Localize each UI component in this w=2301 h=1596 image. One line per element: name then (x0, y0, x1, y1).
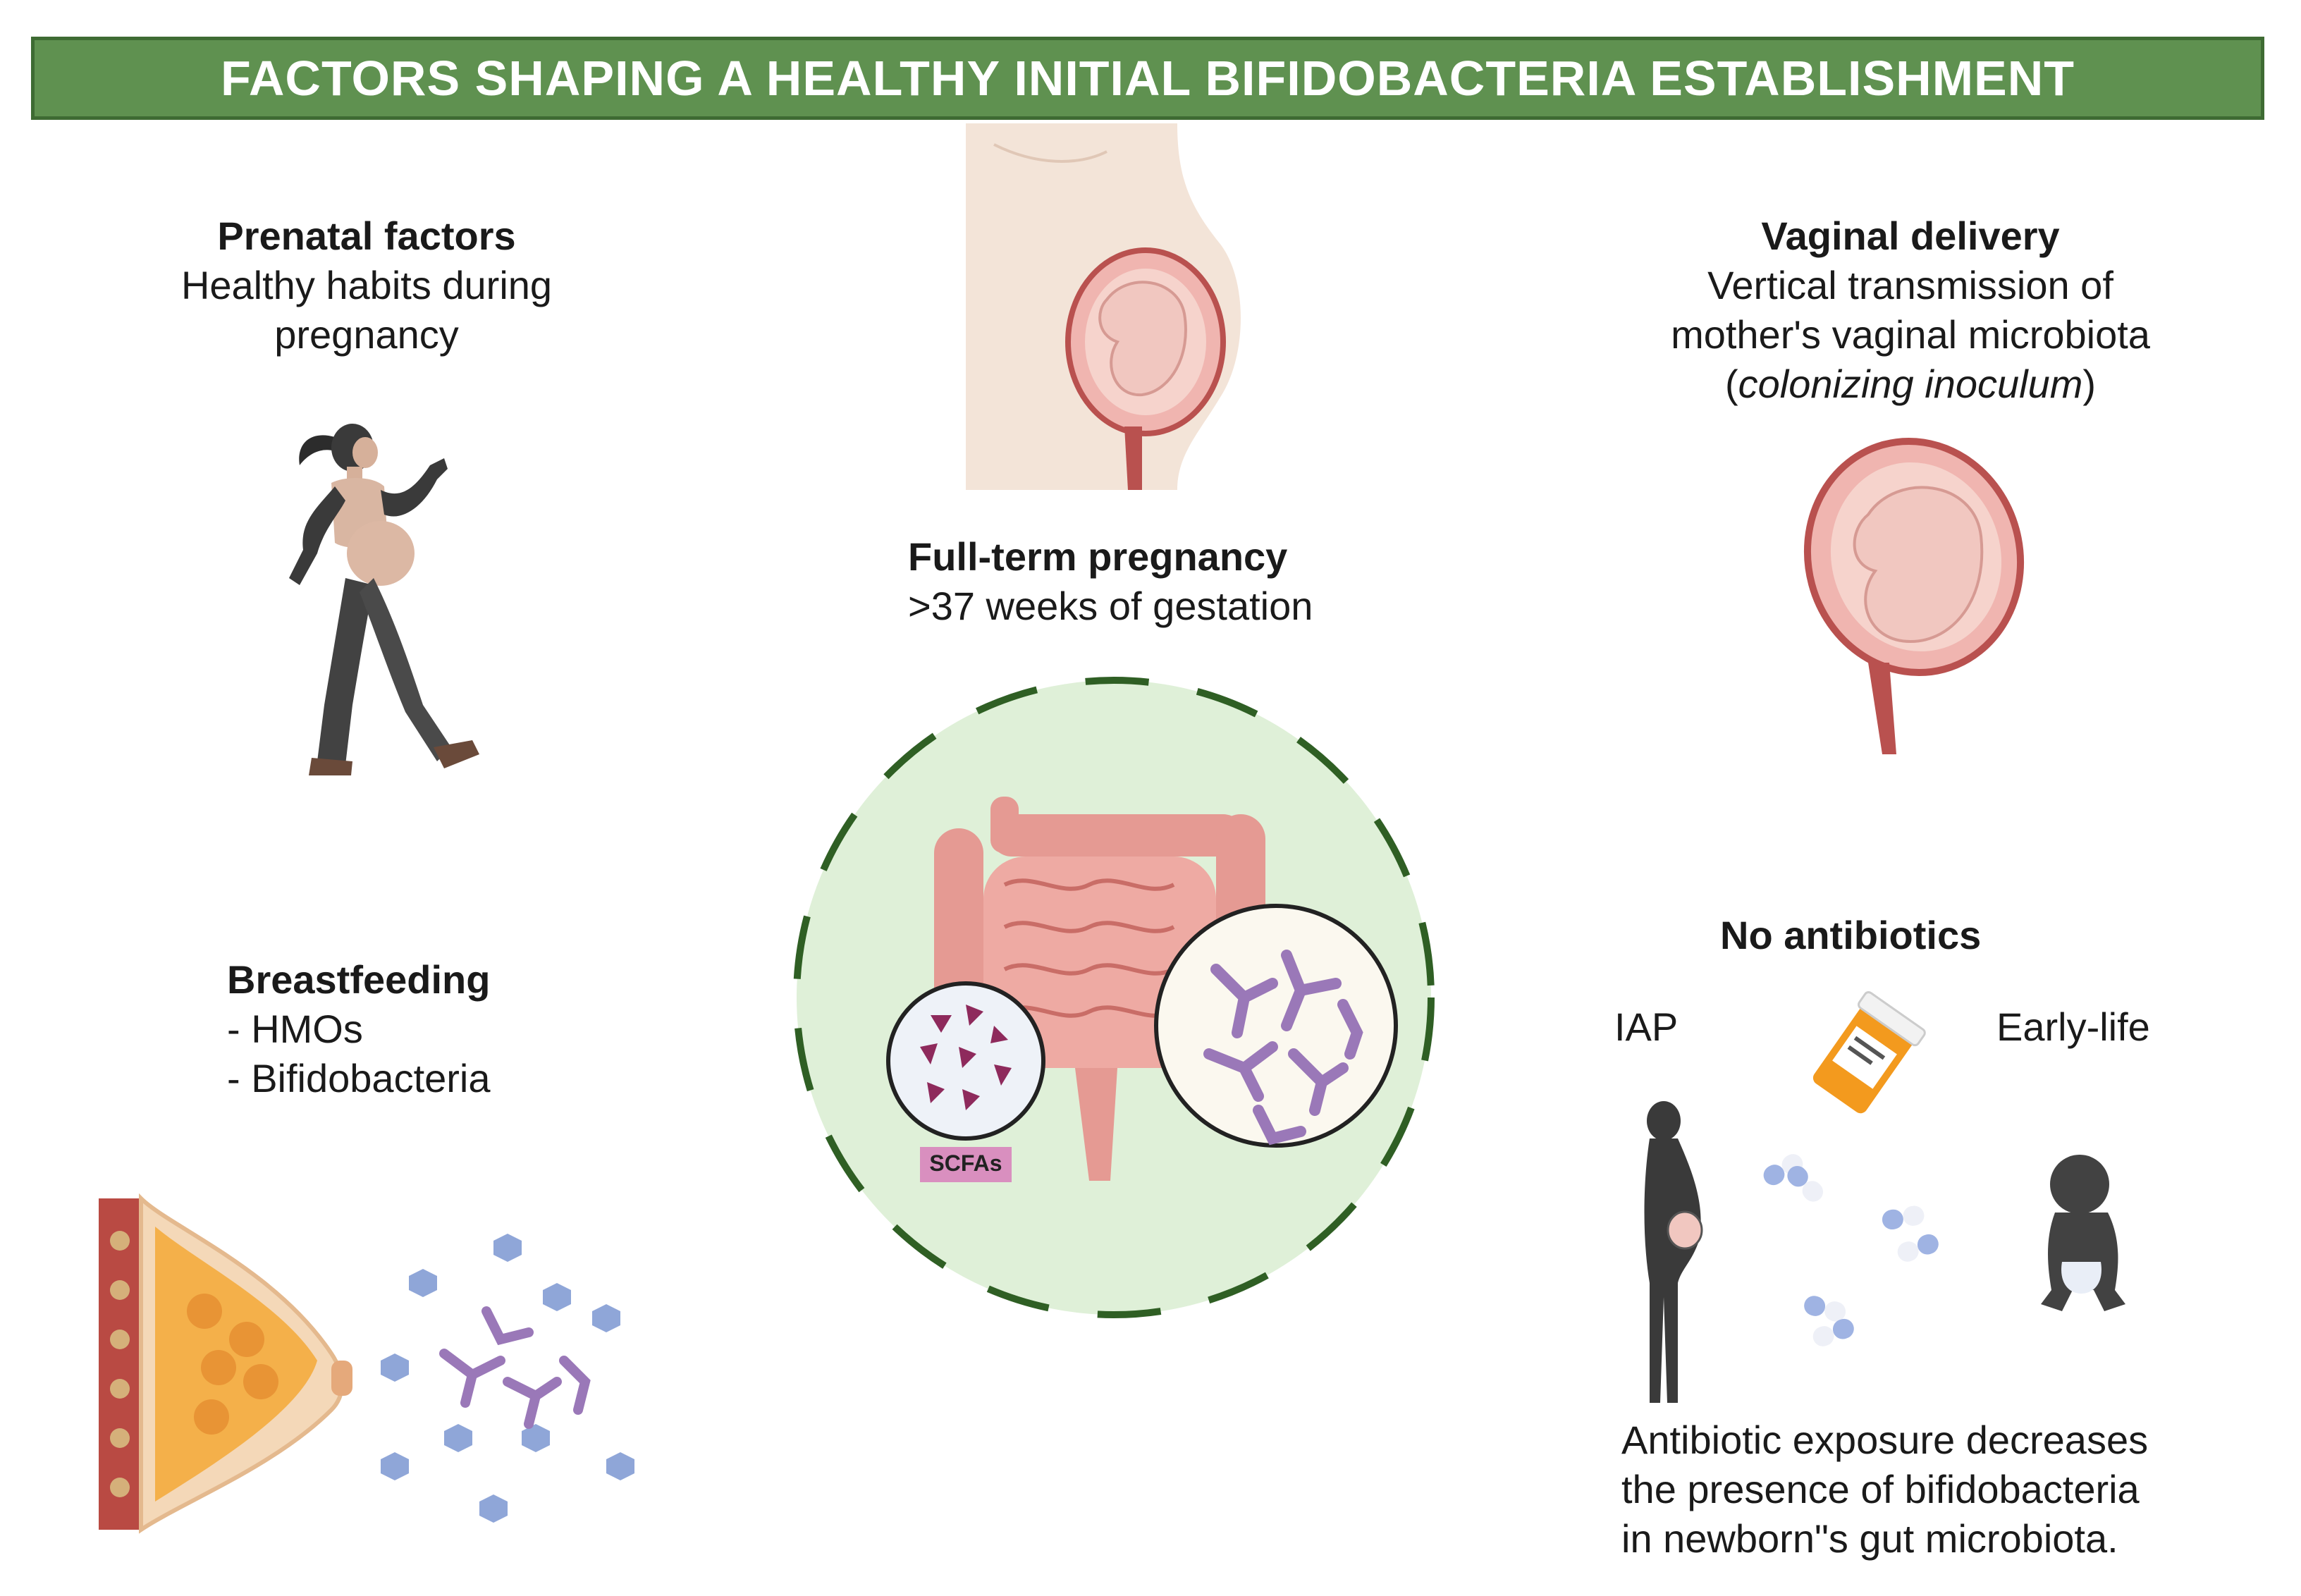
pregnant-belly-fetus-icon (966, 123, 1241, 490)
breast-anatomy-icon (99, 1193, 352, 1534)
hmo-bifido-cluster (381, 1234, 634, 1523)
fullterm-line1: >37 weeks of gestation (908, 584, 1313, 628)
gut-microbiota-circle: SCFAs (793, 677, 1435, 1318)
scfa-label: SCFAs (929, 1150, 1002, 1176)
baby-icon (2041, 1155, 2125, 1311)
prenatal-text-block: Prenatal factors Healthy habits during p… (141, 211, 592, 360)
hmo-hexagons (381, 1234, 634, 1523)
antibiotics-caption-line2: the presence of bifidobacteria (1621, 1467, 2140, 1511)
bifido-bubble (1154, 904, 1398, 1148)
breastfeeding-heading: Breastfeeding (227, 957, 491, 1002)
breastfeeding-item1: - HMOs (227, 1007, 363, 1051)
pregnant-runner-icon (289, 424, 479, 775)
early-life-label: Early-life (1996, 1005, 2150, 1049)
paren-close: ) (2082, 362, 2097, 406)
antibiotics-caption-line3: in newborn"s gut microbiota. (1621, 1516, 2118, 1561)
vaginal-line3: (colonizing inoculum) (1586, 360, 2235, 409)
prenatal-line2: pregnancy (274, 312, 459, 357)
pill-bottle-icon (1812, 991, 1926, 1114)
antibiotics-caption-line1: Antibiotic exposure decreases (1621, 1418, 2149, 1462)
fullterm-heading: Full-term pregnancy (908, 534, 1288, 579)
uterus-fetus-icon (1803, 437, 2025, 754)
capsules-icon (1763, 1154, 1939, 1346)
antibiotics-heading: No antibiotics (1720, 913, 1982, 957)
scfa-label-box (920, 1147, 1012, 1182)
vaginal-line1: Vertical transmission of (1707, 263, 2113, 307)
prenatal-line1: Healthy habits during (180, 263, 553, 307)
vaginal-italic: colonizing inoculum (1738, 362, 2083, 406)
pregnant-silhouette-icon (1644, 1101, 1703, 1403)
paren-open: ( (1724, 362, 1738, 406)
vaginal-line2: mother's vaginal microbiota (1671, 312, 2150, 357)
iap-label: IAP (1614, 1005, 1679, 1049)
title-text: FACTORS SHAPING A HEALTHY INITIAL BIFIDO… (220, 51, 2075, 106)
breastfeeding-item2: - Bifidobacteria (227, 1056, 491, 1100)
title-banner: FACTORS SHAPING A HEALTHY INITIAL BIFIDO… (31, 37, 2264, 120)
vaginal-text-block: Vaginal delivery Vertical transmission o… (1586, 211, 2235, 409)
fullterm-text-block: Full-term pregnancy >37 weeks of gestati… (908, 532, 1472, 631)
prenatal-heading: Prenatal factors (217, 214, 516, 258)
antibiotics-caption: Antibiotic exposure decreases the presen… (1621, 1416, 2256, 1564)
breastfeeding-text-block: Breastfeeding - HMOs - Bifidobacteria (227, 955, 650, 1103)
vaginal-heading: Vaginal delivery (1761, 214, 2060, 258)
